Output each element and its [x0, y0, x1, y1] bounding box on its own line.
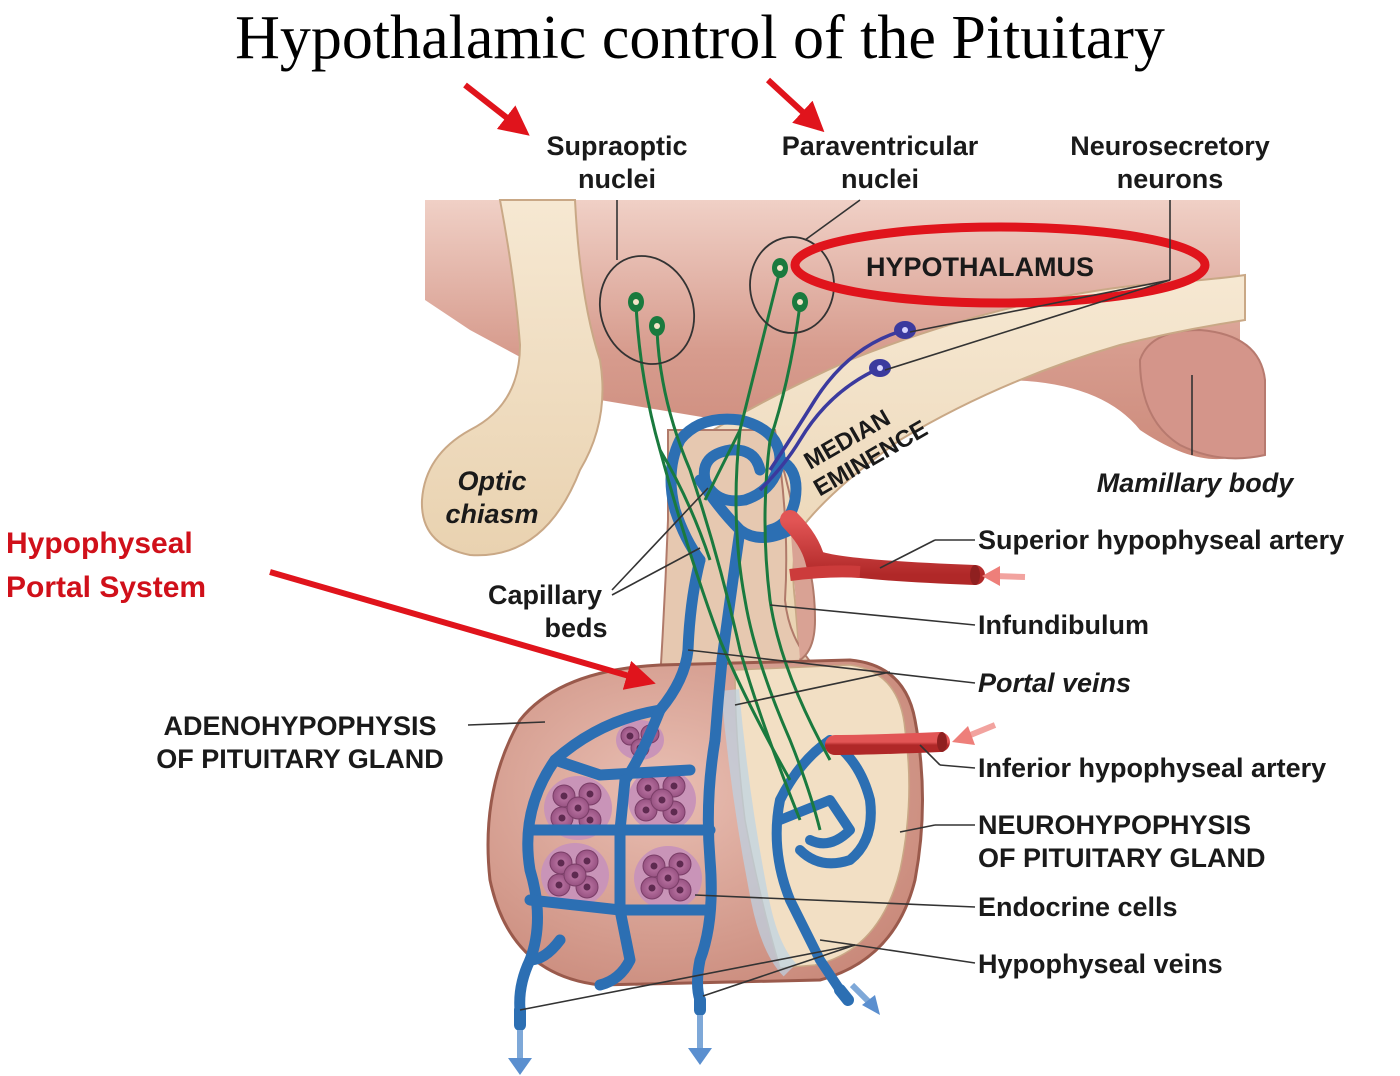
endocrine-cell-nucleus	[626, 732, 634, 740]
endocrine-cell-nucleus	[583, 883, 591, 891]
endocrine-cell-nucleus	[583, 857, 591, 865]
superior-hypophyseal-artery	[780, 510, 985, 585]
endocrine-cells-label: Endocrine cells	[978, 892, 1178, 922]
red-callout-arrows	[269, 77, 825, 690]
endocrine-cell-nucleus	[648, 884, 656, 892]
optic-chiasm-label-line2: chiasm	[445, 499, 538, 529]
adenohypophysis-label-line1: ADENOHYPOPHYSIS	[163, 711, 436, 741]
hypothalamus-label: HYPOTHALAMUS	[866, 252, 1094, 282]
supraoptic-label-line2: nuclei	[578, 164, 656, 194]
endocrine-cell-nucleus	[557, 859, 565, 867]
venous-outflow-arrows	[508, 982, 880, 1075]
neurosecretory-label-line1: Neurosecretory	[1070, 131, 1270, 161]
infundibulum-label: Infundibulum	[978, 610, 1149, 640]
paraventricular-callout-arrow	[765, 77, 825, 133]
inferior-artery-label: Inferior hypophyseal artery	[978, 753, 1326, 783]
endocrine-cell-nucleus	[650, 862, 658, 870]
supraoptic-label-line1: Supraoptic	[546, 131, 687, 161]
portal-veins-label: Portal veins	[978, 668, 1131, 698]
endocrine-cell-nucleus	[586, 790, 594, 798]
endocrine-cell-nucleus	[664, 874, 672, 882]
paraventricular-label-line2: nuclei	[841, 164, 919, 194]
infundibulum-stalk	[658, 429, 833, 702]
endocrine-cell-nucleus	[574, 804, 582, 812]
superior-artery-label: Superior hypophyseal artery	[978, 525, 1344, 555]
endocrine-cell-nucleus	[586, 816, 594, 824]
optic-chiasm-label-line1: Optic	[457, 466, 526, 496]
endocrine-cell-nucleus	[560, 792, 568, 800]
neuron-cell-bodies	[628, 258, 808, 336]
neurohypophysis-label-line1: NEUROHYPOPHYSIS	[978, 810, 1251, 840]
portal-system-label-line1: Hypophyseal	[6, 527, 193, 560]
endocrine-cell-nucleus	[670, 808, 678, 816]
endocrine-cells	[541, 720, 702, 910]
endocrine-cell-nucleus	[558, 814, 566, 822]
endocrine-cell-nucleus	[555, 881, 563, 889]
capillary-beds-label-line2: beds	[544, 613, 607, 643]
hypophyseal-veins-label: Hypophyseal veins	[978, 949, 1223, 979]
endocrine-cell-nucleus	[676, 886, 684, 894]
hypothalamus-highlight-ring	[790, 222, 1210, 308]
endocrine-cell-nucleus	[670, 782, 678, 790]
endocrine-cell-nucleus	[644, 784, 652, 792]
endocrine-cell-nucleus	[676, 860, 684, 868]
adenohypophysis-label-line2: OF PITUITARY GLAND	[156, 744, 444, 774]
neurohypophysis-label-line2: OF PITUITARY GLAND	[978, 843, 1266, 873]
hypothalamus-tissue	[425, 200, 1240, 500]
portal-system-label-line2: Portal System	[6, 571, 206, 604]
diagram-title: Hypothalamic control of the Pituitary	[235, 4, 1165, 72]
leader-lines	[467, 199, 1193, 1011]
mamillary-body-label: Mamillary body	[1097, 468, 1296, 498]
neurosecretory-label-line2: neurons	[1117, 164, 1224, 194]
portal-vein-network	[514, 413, 876, 1031]
inferior-hypophyseal-artery	[825, 732, 950, 755]
portal-system-callout-arrow	[269, 569, 656, 690]
endocrine-cell-nucleus	[658, 796, 666, 804]
releasing-hormone-neurons	[758, 321, 916, 492]
endocrine-cell-nucleus	[642, 806, 650, 814]
optic-chiasm-tissue	[420, 199, 604, 557]
supraoptic-callout-arrow	[463, 82, 530, 136]
endocrine-cell-nucleus	[571, 871, 579, 879]
paraventricular-label-line1: Paraventricular	[782, 131, 979, 161]
arterial-inflow-arrows	[952, 566, 1026, 745]
capillary-beds-label-line1: Capillary	[488, 580, 602, 610]
